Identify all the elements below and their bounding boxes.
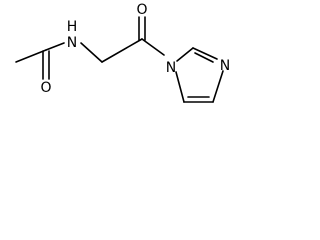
ring-bond-n3-c4 bbox=[212, 70, 224, 103]
ring-nitrogen-3-label: N bbox=[220, 58, 230, 74]
methylene-to-ketone-bond bbox=[101, 38, 143, 63]
methyl-to-carbonyl-bond bbox=[15, 49, 47, 63]
acetyl-oxygen-label: O bbox=[40, 80, 51, 96]
ring-bond-n1-c2 bbox=[176, 47, 194, 62]
amide-nitrogen-label: N bbox=[67, 35, 77, 51]
amide-n-to-methylene-bond bbox=[80, 42, 103, 63]
ring-nitrogen-1-label: N bbox=[166, 60, 176, 76]
ketone-to-ring-n-bond bbox=[141, 38, 165, 56]
carbonyl-to-amide-n-bond bbox=[45, 42, 65, 51]
acetamide-imidazole-structure: N H O O N N bbox=[15, 2, 230, 103]
ring-bond-c2-n3-b bbox=[194, 52, 214, 63]
amide-hydrogen-label: H bbox=[67, 19, 78, 35]
ring-bond-n1-c5 bbox=[175, 71, 185, 103]
ring-bond-c2-n3-a bbox=[192, 47, 218, 60]
ketone-oxygen-label: O bbox=[136, 2, 147, 18]
